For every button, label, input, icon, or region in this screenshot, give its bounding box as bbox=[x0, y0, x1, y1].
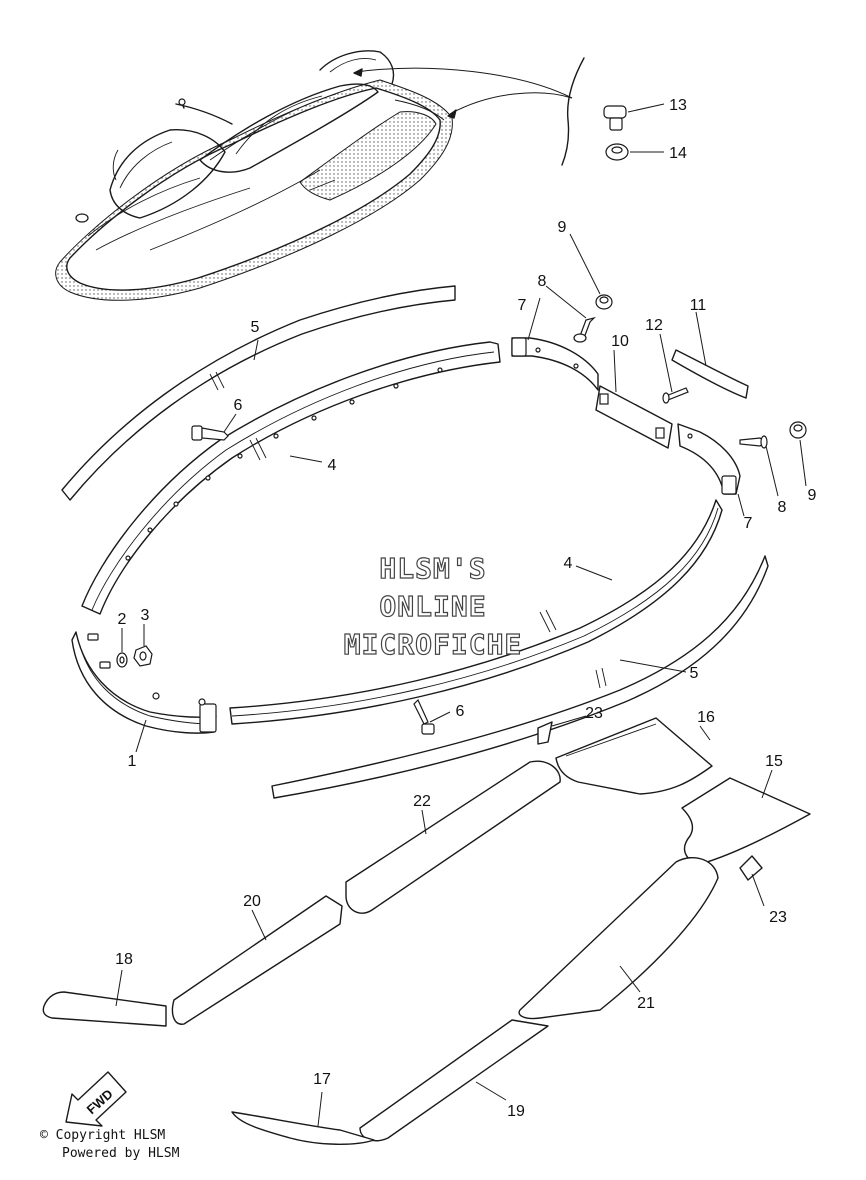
callout-5-upper: 5 bbox=[251, 319, 260, 336]
copyright-text: © Copyright HLSM bbox=[40, 1128, 166, 1143]
callout-9-lower: 9 bbox=[808, 487, 817, 504]
callout-18: 18 bbox=[115, 951, 133, 968]
cap-nut-9-upper bbox=[569, 233, 613, 310]
callout-13: 13 bbox=[669, 97, 687, 114]
rivet-8-right bbox=[739, 435, 779, 497]
cap-nut-9-right bbox=[789, 421, 807, 487]
callout-9-upper: 9 bbox=[558, 219, 567, 236]
callout-4-lower: 4 bbox=[564, 555, 573, 572]
callout-23-lower: 23 bbox=[769, 909, 787, 926]
callout-2: 2 bbox=[118, 611, 127, 628]
callout-1: 1 bbox=[128, 753, 137, 770]
nut-3 bbox=[133, 624, 153, 667]
stern-cap-7-top bbox=[511, 337, 599, 391]
screw-6-upper bbox=[191, 413, 237, 441]
mat-21 bbox=[518, 857, 719, 1020]
trim-strip-11 bbox=[671, 349, 749, 399]
gunwale-left-4 bbox=[81, 341, 501, 615]
rub-rail-left-5 bbox=[61, 285, 456, 501]
watermark-line-2: ONLINE bbox=[379, 590, 486, 623]
rivet-12 bbox=[659, 333, 689, 404]
leader-lines bbox=[115, 297, 773, 1127]
stern-panel-10 bbox=[595, 385, 673, 449]
cap-nut-13 bbox=[603, 103, 665, 131]
watermark: HLSM'S ONLINE MICROFICHE bbox=[343, 551, 523, 661]
mat-22 bbox=[345, 760, 561, 914]
watermark-line-3: MICROFICHE bbox=[344, 628, 523, 661]
callout-5-lower: 5 bbox=[690, 665, 699, 682]
callout-15: 15 bbox=[765, 753, 783, 770]
callout-7-upper: 7 bbox=[518, 297, 527, 314]
watercraft-illustration bbox=[55, 50, 585, 301]
callout-10: 10 bbox=[611, 333, 629, 350]
callout-7-lower: 7 bbox=[744, 515, 753, 532]
callout-20: 20 bbox=[243, 893, 261, 910]
washer-2 bbox=[116, 628, 128, 668]
callout-17: 17 bbox=[313, 1071, 331, 1088]
callout-19: 19 bbox=[507, 1103, 525, 1120]
callout-23-upper: 23 bbox=[585, 705, 603, 722]
mat-15 bbox=[681, 777, 811, 865]
callout-21: 21 bbox=[637, 995, 655, 1012]
callout-22: 22 bbox=[413, 793, 431, 810]
gunwale-right-4 bbox=[229, 499, 723, 725]
callout-8-upper: 8 bbox=[538, 273, 547, 290]
powered-by-text: Powered by HLSM bbox=[62, 1146, 180, 1161]
callout-16: 16 bbox=[697, 709, 715, 726]
rivet-8-upper bbox=[545, 285, 596, 343]
fwd-arrow-icon: FWD bbox=[65, 1071, 127, 1127]
callout-12: 12 bbox=[645, 317, 663, 334]
callout-6-upper: 6 bbox=[234, 397, 243, 414]
mat-18 bbox=[42, 991, 167, 1027]
stern-cap-7-right bbox=[677, 423, 741, 495]
callout-11: 11 bbox=[690, 297, 707, 314]
gunwale-front-1 bbox=[71, 631, 217, 734]
pad-23-bottom bbox=[739, 855, 763, 881]
screw-6-lower bbox=[413, 698, 451, 735]
callout-4-upper: 4 bbox=[328, 457, 337, 474]
mat-17 bbox=[231, 1111, 375, 1145]
mat-16 bbox=[555, 717, 713, 795]
callout-labels: 1 2 3 4 4 5 5 6 6 7 7 8 8 9 9 10 11 12 1… bbox=[115, 97, 816, 1120]
callout-14: 14 bbox=[669, 145, 687, 162]
rub-rail-right-5 bbox=[271, 555, 769, 799]
callout-3: 3 bbox=[141, 607, 150, 624]
callout-6-lower: 6 bbox=[456, 703, 465, 720]
callout-8-lower: 8 bbox=[778, 499, 787, 516]
pad-23-top bbox=[537, 721, 553, 745]
nut-14 bbox=[605, 143, 664, 161]
watermark-line-1: HLSM'S bbox=[379, 552, 486, 585]
mat-19 bbox=[359, 1019, 549, 1142]
mat-20 bbox=[171, 895, 343, 1025]
